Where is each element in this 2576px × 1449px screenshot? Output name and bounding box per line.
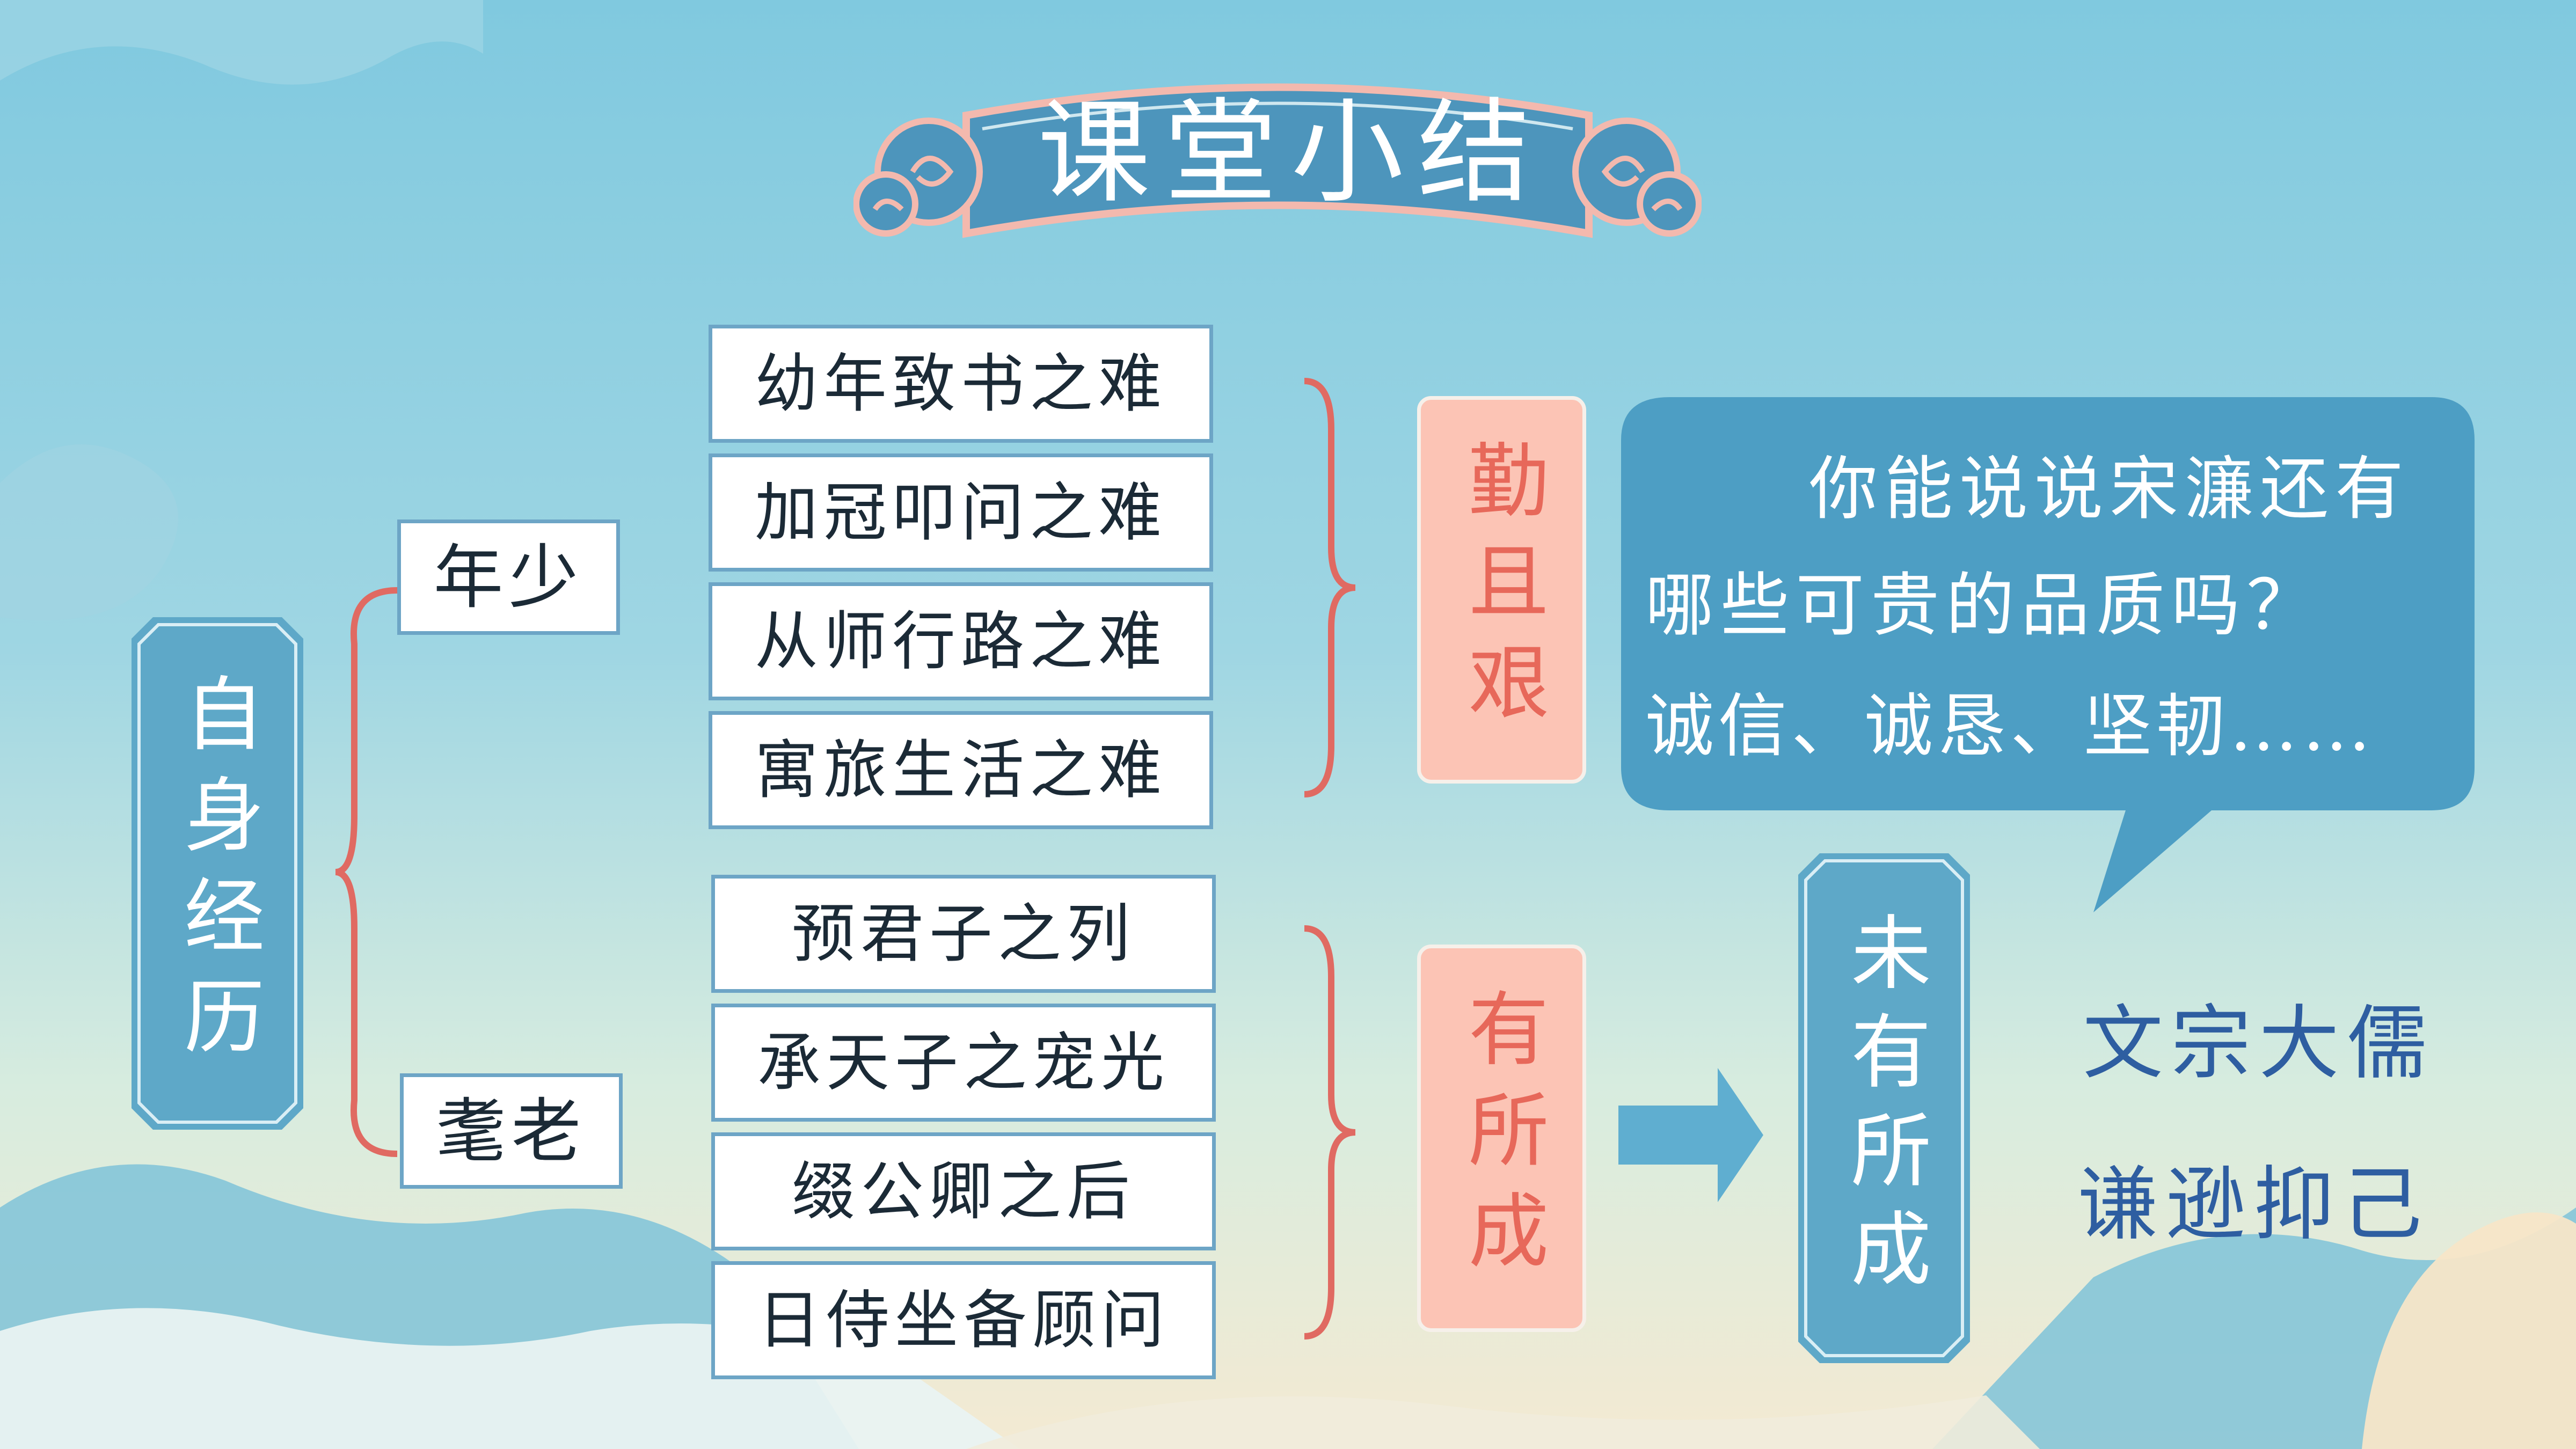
bubble-question-line-1: 你能说说宋濂还有 (1809, 449, 2411, 529)
title-banner (853, 83, 1702, 238)
banner-inner-line (982, 101, 1573, 130)
item-old-4: 日侍坐备顾问 (711, 1261, 1216, 1379)
brace-young (1304, 378, 1356, 797)
item-young-2: 加冠叩问之难 (709, 453, 1213, 572)
quality-1: 文宗大儒 (2083, 997, 2435, 1091)
cloud-bottom-right (2362, 1212, 2576, 1449)
banner-body (962, 83, 1593, 238)
item-young-3: 从师行路之难 (709, 582, 1213, 700)
brace-old (1304, 925, 1356, 1340)
item-young-4: 寓旅生活之难 (709, 711, 1213, 829)
summary-old: 有所成 (1417, 945, 1586, 1332)
cloud-swirl-top-left (0, 0, 483, 85)
summary-young: 勤且艰 (1417, 396, 1586, 784)
cloud-bottom-center (966, 1395, 2040, 1449)
cloud-ornament-right-icon (1572, 118, 1702, 237)
main-node-frame (132, 617, 303, 1130)
item-old-3: 缀公卿之后 (711, 1132, 1216, 1250)
item-old-1: 预君子之列 (711, 875, 1216, 993)
item-young-1: 幼年致书之难 (709, 325, 1213, 443)
cloud-swirl-left (0, 444, 178, 620)
page-title: 课堂小结 (1037, 87, 1544, 218)
main-node: 自身经历 (170, 671, 264, 1075)
quality-2: 谦逊抑己 (2077, 1158, 2430, 1252)
result-node: 未有所成 (1837, 911, 1931, 1306)
bubble-question-line-2: 哪些可贵的品质吗？ (1645, 566, 2322, 646)
bubble-answer: 诚信、诚恳、坚韧…… (1645, 686, 2376, 766)
result-node-frame (1798, 853, 1970, 1363)
brace-main (335, 587, 398, 1157)
branch-label-young: 年少 (397, 519, 620, 635)
item-old-2: 承天子之宠光 (711, 1004, 1216, 1122)
arrow-icon (1618, 1068, 1763, 1202)
speech-bubble (1621, 397, 2475, 912)
branch-label-old: 耄老 (400, 1073, 623, 1189)
